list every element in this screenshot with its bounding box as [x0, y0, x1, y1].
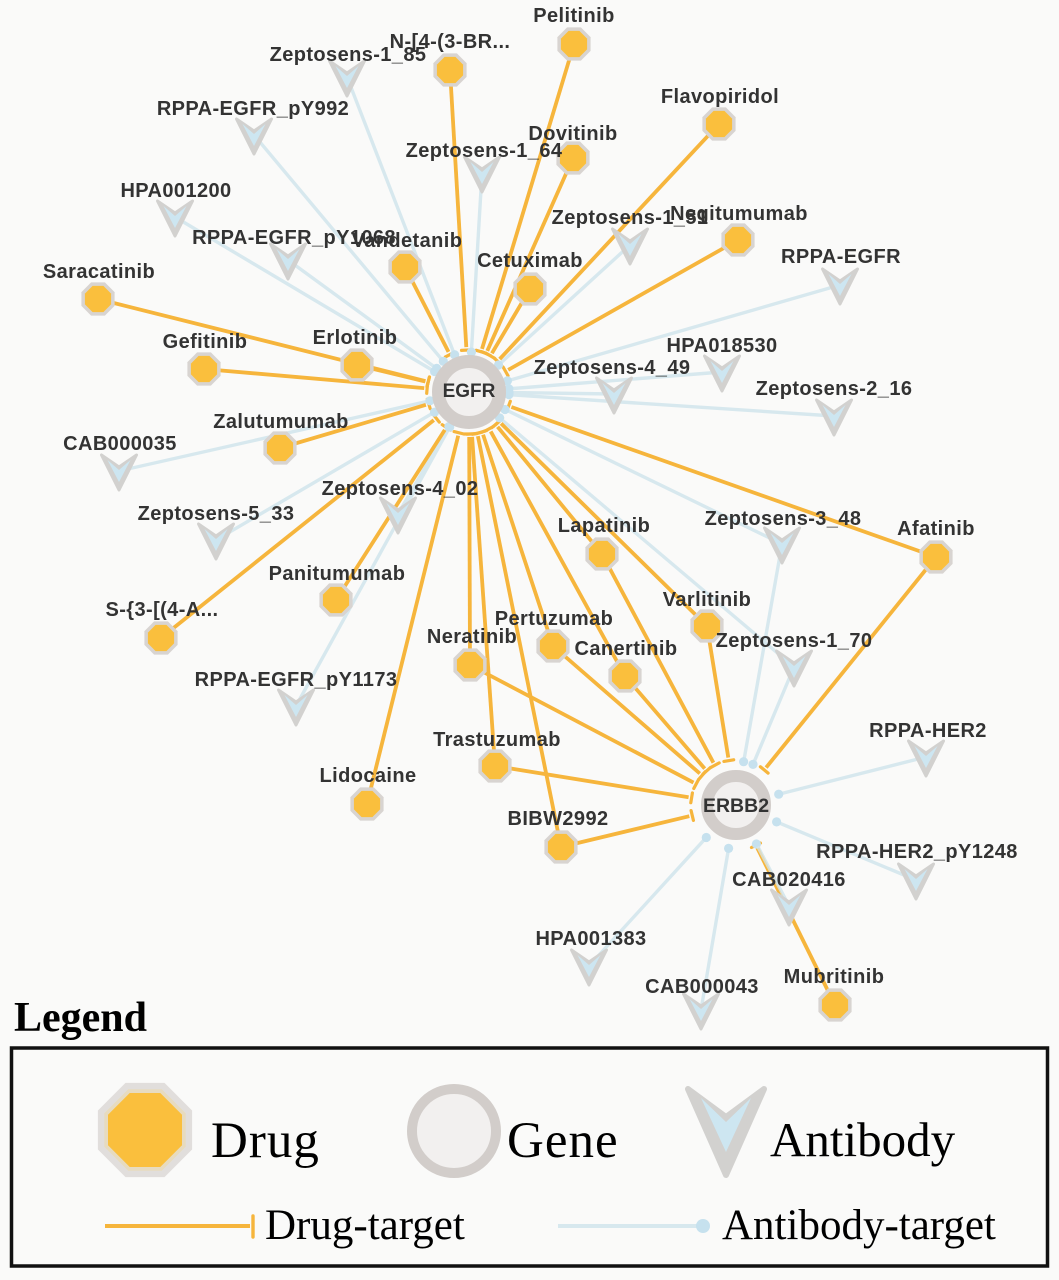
svg-text:HPA001383: HPA001383 [535, 928, 646, 950]
svg-text:Zeptosens-3_48: Zeptosens-3_48 [705, 508, 862, 530]
svg-text:Zeptosens-5_33: Zeptosens-5_33 [138, 503, 295, 525]
svg-text:Antibody-target: Antibody-target [722, 1202, 996, 1249]
svg-text:CAB020416: CAB020416 [732, 869, 846, 891]
svg-text:ERBB2: ERBB2 [703, 795, 769, 817]
svg-text:Zeptosens-1_51: Zeptosens-1_51 [552, 207, 709, 229]
svg-text:Vandetanib: Vandetanib [352, 230, 463, 252]
svg-text:Drug: Drug [211, 1113, 320, 1169]
svg-text:Lidocaine: Lidocaine [320, 765, 417, 787]
svg-text:RPPA-EGFR_pY1173: RPPA-EGFR_pY1173 [195, 669, 398, 691]
svg-text:Varlitinib: Varlitinib [663, 589, 751, 611]
svg-text:Zeptosens-1_64: Zeptosens-1_64 [406, 140, 563, 162]
svg-text:Zeptosens-1_85: Zeptosens-1_85 [270, 44, 427, 66]
svg-text:RPPA-EGFR_pY992: RPPA-EGFR_pY992 [157, 98, 349, 120]
svg-text:Trastuzumab: Trastuzumab [433, 729, 561, 751]
svg-text:Flavopiridol: Flavopiridol [661, 86, 779, 108]
svg-text:EGFR: EGFR [443, 381, 496, 402]
svg-text:Zeptosens-2_16: Zeptosens-2_16 [756, 378, 913, 400]
svg-text:Cetuximab: Cetuximab [477, 250, 583, 272]
svg-text:Zeptosens-4_02: Zeptosens-4_02 [322, 478, 479, 500]
svg-text:RPPA-HER2_pY1248: RPPA-HER2_pY1248 [816, 841, 1018, 863]
svg-text:BIBW2992: BIBW2992 [507, 808, 608, 830]
svg-text:Pertuzumab: Pertuzumab [495, 608, 613, 630]
svg-text:Saracatinib: Saracatinib [43, 261, 155, 283]
svg-text:Zalutumumab: Zalutumumab [213, 411, 349, 433]
svg-text:Drug-target: Drug-target [265, 1202, 465, 1249]
svg-text:Legend: Legend [14, 995, 147, 1041]
svg-text:HPA001200: HPA001200 [120, 180, 231, 202]
svg-text:Lapatinib: Lapatinib [558, 515, 651, 537]
svg-text:Dovitinib: Dovitinib [528, 123, 617, 145]
svg-text:Antibody: Antibody [770, 1112, 956, 1167]
svg-text:Zeptosens-1_70: Zeptosens-1_70 [716, 630, 873, 652]
svg-text:CAB000035: CAB000035 [63, 433, 177, 455]
svg-text:HPA018530: HPA018530 [666, 335, 777, 357]
svg-text:Erlotinib: Erlotinib [313, 327, 398, 349]
svg-text:Panitumumab: Panitumumab [269, 563, 406, 585]
svg-text:RPPA-HER2: RPPA-HER2 [869, 720, 987, 742]
svg-text:Gene: Gene [507, 1113, 619, 1169]
svg-text:RPPA-EGFR: RPPA-EGFR [781, 246, 901, 268]
svg-text:Gefitinib: Gefitinib [163, 331, 248, 353]
svg-text:Neratinib: Neratinib [427, 626, 517, 648]
svg-text:Afatinib: Afatinib [897, 518, 975, 540]
svg-text:RPPA-EGFR_pY1068: RPPA-EGFR_pY1068 [192, 227, 396, 249]
svg-text:S-{3-[(4-A...: S-{3-[(4-A... [106, 599, 219, 621]
svg-text:CAB000043: CAB000043 [645, 976, 759, 998]
svg-text:Mubritinib: Mubritinib [784, 966, 885, 988]
svg-text:Negitumumab: Negitumumab [670, 203, 808, 225]
svg-text:Canertinib: Canertinib [575, 638, 678, 660]
svg-text:Pelitinib: Pelitinib [533, 5, 614, 27]
svg-text:N-[4-(3-BR...: N-[4-(3-BR... [390, 31, 511, 53]
svg-text:Zeptosens-4_49: Zeptosens-4_49 [534, 357, 691, 379]
